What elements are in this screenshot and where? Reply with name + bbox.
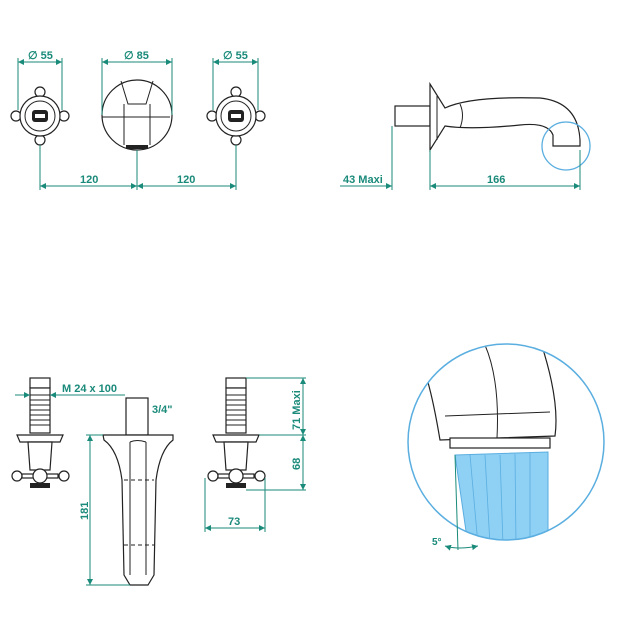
dim-spacing-right: 120 (177, 174, 195, 186)
dim-left-handle-diameter: ∅ 55 (28, 50, 53, 62)
spout-side-view (394, 81, 591, 171)
left-handle-front (10, 86, 70, 146)
dim-spray-angle: 5° (432, 537, 442, 548)
right-handle-front (206, 86, 266, 146)
dim-handle-width: 73 (228, 516, 240, 528)
right-valve-side (207, 377, 266, 488)
spout-detail-view (407, 343, 605, 551)
dim-valve-max: 71 Maxi (291, 390, 303, 430)
spout-dimensions (340, 126, 581, 190)
spout-body-front (102, 397, 174, 586)
dim-spout-height: 181 (79, 502, 91, 520)
dim-right-handle-diameter: ∅ 55 (223, 50, 248, 62)
detail-highlight-circle (541, 121, 591, 171)
left-valve-side (11, 377, 70, 488)
dim-spout-projection: 166 (487, 174, 505, 186)
top-dimensions (17, 58, 259, 190)
center-plate-front (101, 79, 173, 151)
dim-thread: M 24 x 100 (62, 383, 117, 395)
dim-wall-depth: 43 Maxi (343, 174, 383, 186)
dim-valve-height: 68 (291, 458, 303, 470)
dim-plate-diameter: ∅ 85 (124, 50, 149, 62)
dim-connection: 3/4" (152, 404, 173, 416)
dim-spacing-left: 120 (80, 174, 98, 186)
